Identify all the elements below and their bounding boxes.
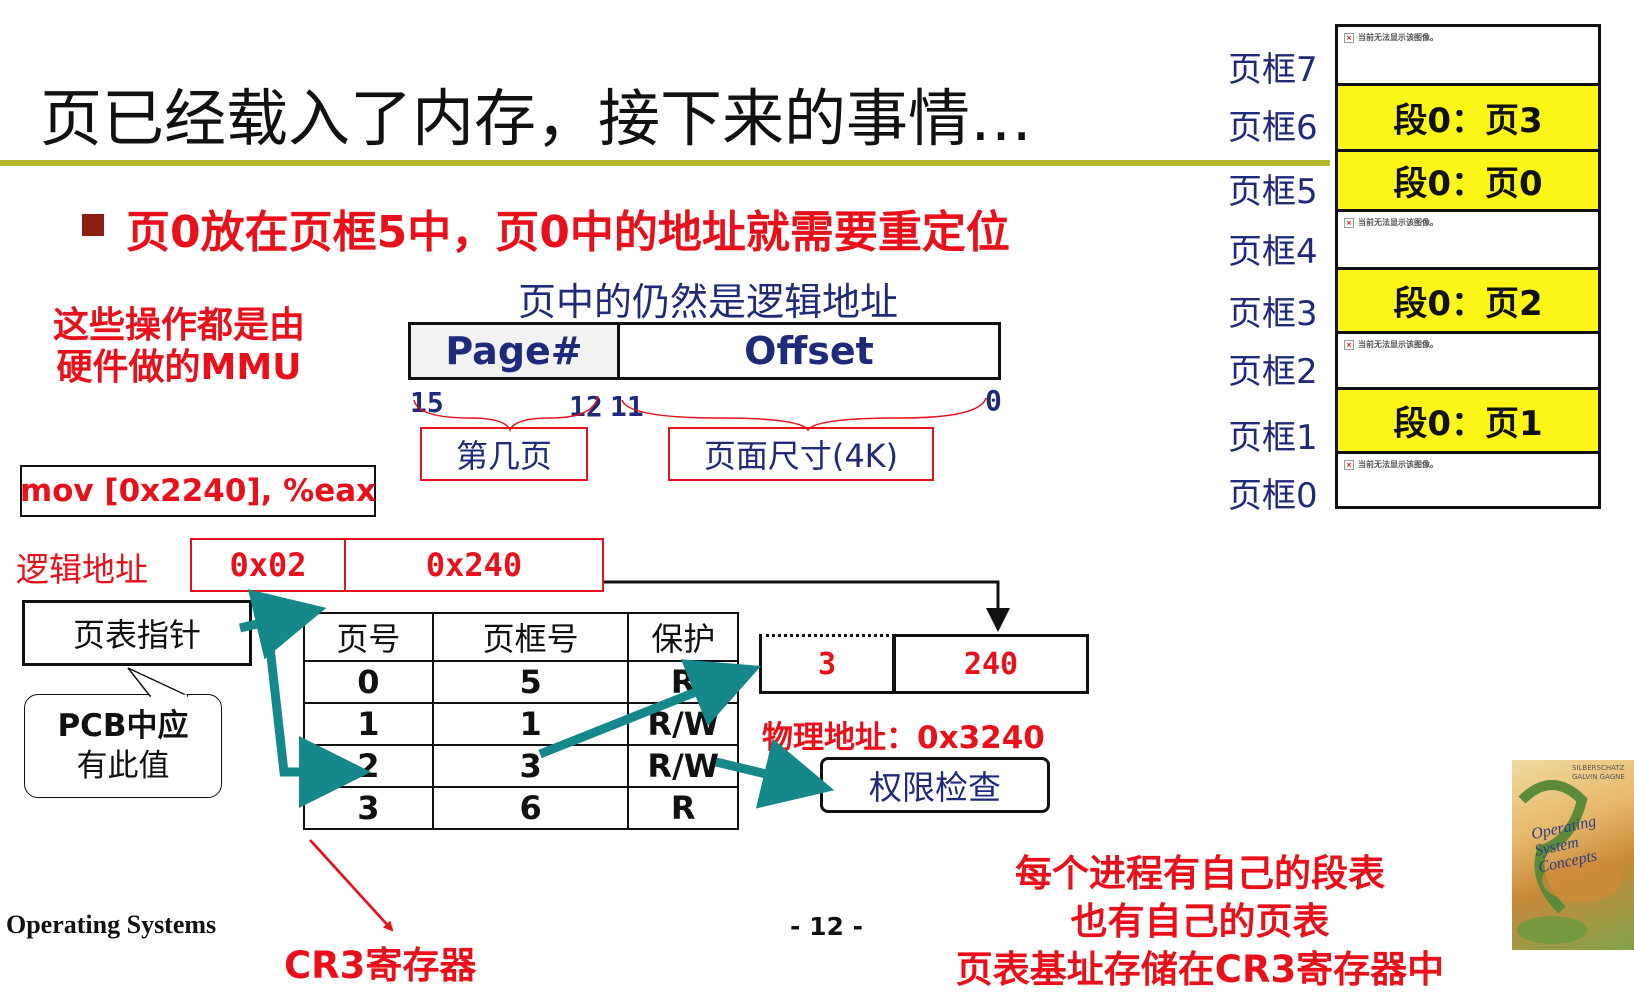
frame-0: ×当前无法显示该图像。 [1335,451,1601,509]
frame-label-2: 页框2 [1228,352,1318,392]
frame-label-6: 页框6 [1228,108,1318,148]
memory-top-border [1335,24,1601,27]
offset-connector [604,580,1010,632]
physical-offset-field: 240 [893,634,1089,694]
col-header-frame-no: 页框号 [431,612,630,662]
broken-image-icon: × [1344,340,1354,350]
book-cover-image: SILBERSCHATZ GALVIN GAGNE Operating Syst… [1512,760,1634,950]
address-caption: 页中的仍然是逻辑地址 [518,280,899,324]
broken-image-placeholder: ×当前无法显示该图像。 [1344,32,1438,43]
frame-label-5: 页框5 [1228,172,1318,212]
frame-label-3: 页框3 [1228,294,1318,334]
title-rule [0,160,1330,166]
page-title: 页已经载入了内存，接下来的事情… [40,82,1033,155]
table-row: 3 6 R [303,786,739,830]
frame-6: 段0：页3 [1335,83,1601,149]
frame-label-4: 页框4 [1228,232,1318,272]
col-header-protection: 保护 [627,612,739,662]
frame-3: 段0：页2 [1335,267,1601,331]
bottom-note: 每个进程有自己的段表 也有自己的页表 页表基址存储在CR3寄存器中 [880,850,1520,994]
page-index-label: 第几页 [420,427,588,481]
pcb-callout: PCB中应 有此值 [24,694,222,798]
frame-label-0: 页框0 [1228,476,1318,516]
frame-7: ×当前无法显示该图像。 [1335,27,1601,83]
pcb-callout-line-2: 有此值 [76,748,170,784]
broken-image-icon: × [1344,218,1354,228]
page-table-pointer: 页表指针 [22,600,252,666]
frame-label-7: 页框7 [1228,50,1318,90]
bullet-marker [82,214,104,236]
frame-number-arrow [538,659,762,759]
hardware-note-line-1: 这些操作都是由 [52,305,305,346]
page-lookup-arrow [259,593,371,808]
offset-field: Offset [617,322,1001,380]
frame-label-1: 页框1 [1228,418,1318,458]
frame-2: ×当前无法显示该图像。 [1335,331,1601,387]
protection-arrow [714,738,835,809]
pcb-callout-line-1: PCB中应 [57,708,189,744]
cell-protection: R [627,786,739,830]
hardware-note-line-2: 硬件做的MMU [56,347,302,388]
broken-image-icon: × [1344,33,1354,43]
cr3-label: CR3寄存器 [284,944,477,987]
broken-image-placeholder: ×当前无法显示该图像。 [1344,339,1438,350]
pcb-callout-tail [127,667,189,697]
bottom-note-line-1: 每个进程有自己的段表 [1015,852,1385,895]
logical-offset-field: 0x240 [344,538,604,592]
broken-image-icon: × [1344,460,1354,470]
cell-frame: 3 [431,744,630,788]
dinosaur-illustration [1517,780,1622,944]
page-number-field: Page# [408,322,620,380]
bit-0-label: 0 [985,384,1002,417]
instruction-box: mov [0x2240], %eax [20,465,376,517]
cell-page: 0 [303,660,434,704]
footer-course-name: Operating Systems [6,910,217,939]
book-authors: SILBERSCHATZ GALVIN GAGNE [1572,764,1625,781]
bullet-text: 页0放在页框5中，页0中的地址就需要重定位 [126,207,1010,258]
cell-frame: 5 [431,660,630,704]
page-bits-brace [413,395,599,432]
cell-frame: 6 [431,786,630,830]
hardware-note: 这些操作都是由 硬件做的MMU [46,305,312,389]
broken-image-placeholder: ×当前无法显示该图像。 [1344,217,1438,228]
offset-bits-brace [621,397,987,432]
page-size-label: 页面尺寸(4K) [668,427,934,481]
broken-image-placeholder: ×当前无法显示该图像。 [1344,459,1438,470]
bottom-note-line-2: 也有自己的页表 [1070,900,1330,943]
frame-1: 段0：页1 [1335,387,1601,451]
bottom-note-line-3: 页表基址存储在CR3寄存器中 [955,948,1445,991]
page-number: - 12 - [790,912,863,941]
frame-4: ×当前无法显示该图像。 [1335,209,1601,267]
frame-5: 段0：页0 [1335,149,1601,209]
bit-12-label: 12 [569,390,603,423]
logical-address-label: 逻辑地址 [16,550,148,589]
